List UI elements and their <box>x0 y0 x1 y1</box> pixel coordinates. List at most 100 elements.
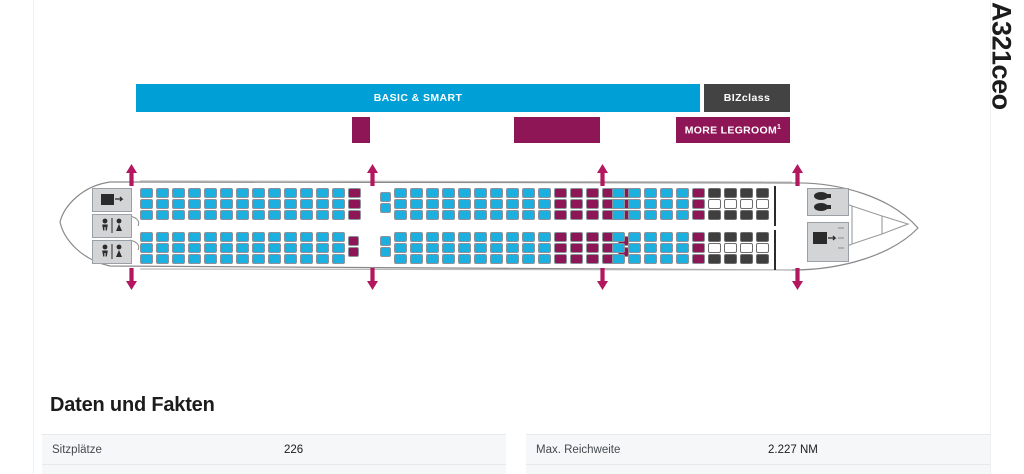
seat[interactable] <box>220 210 233 220</box>
cabin-class-basic-smart[interactable]: BASIC & SMART <box>136 84 700 112</box>
seat[interactable] <box>724 232 737 242</box>
seat-column[interactable] <box>474 232 487 264</box>
seat[interactable] <box>300 232 313 242</box>
seat[interactable] <box>140 243 153 253</box>
seat[interactable] <box>644 232 657 242</box>
seat[interactable] <box>740 188 753 198</box>
seat[interactable] <box>348 210 361 220</box>
seat[interactable] <box>554 243 567 253</box>
seat[interactable] <box>538 199 551 209</box>
seat-column[interactable] <box>380 192 391 213</box>
seat[interactable] <box>676 199 689 209</box>
seat[interactable] <box>442 232 455 242</box>
seat[interactable] <box>692 232 705 242</box>
seat[interactable] <box>268 232 281 242</box>
seat-column[interactable] <box>410 188 423 220</box>
seat[interactable] <box>724 243 737 253</box>
seat[interactable] <box>458 188 471 198</box>
seat[interactable] <box>676 232 689 242</box>
seat[interactable] <box>538 243 551 253</box>
seat[interactable] <box>490 243 503 253</box>
seat[interactable] <box>426 188 439 198</box>
seat[interactable] <box>708 210 721 220</box>
seat[interactable] <box>156 254 169 264</box>
seat[interactable] <box>236 232 249 242</box>
seat-column[interactable] <box>756 232 769 264</box>
seat-column[interactable] <box>692 188 705 220</box>
seat[interactable] <box>188 199 201 209</box>
seat[interactable] <box>708 243 721 253</box>
seat[interactable] <box>188 210 201 220</box>
seat[interactable] <box>570 210 583 220</box>
seat[interactable] <box>692 210 705 220</box>
seat[interactable] <box>284 232 297 242</box>
seat-column[interactable] <box>442 232 455 264</box>
seat[interactable] <box>220 232 233 242</box>
seat[interactable] <box>676 210 689 220</box>
seat-column[interactable] <box>348 188 361 220</box>
seat[interactable] <box>474 254 487 264</box>
seat[interactable] <box>644 210 657 220</box>
seat[interactable] <box>316 232 329 242</box>
seat[interactable] <box>644 199 657 209</box>
seat[interactable] <box>316 188 329 198</box>
seat[interactable] <box>220 254 233 264</box>
seat[interactable] <box>140 199 153 209</box>
seat[interactable] <box>506 210 519 220</box>
seat[interactable] <box>156 199 169 209</box>
seat[interactable] <box>332 243 345 253</box>
seat[interactable] <box>644 254 657 264</box>
seat[interactable] <box>628 210 641 220</box>
seat[interactable] <box>586 254 599 264</box>
seat[interactable] <box>756 232 769 242</box>
seat-column[interactable] <box>188 188 201 220</box>
seat[interactable] <box>506 199 519 209</box>
seat[interactable] <box>236 210 249 220</box>
seat[interactable] <box>628 254 641 264</box>
seat-column[interactable] <box>394 232 407 264</box>
seat[interactable] <box>660 243 673 253</box>
seat-column[interactable] <box>458 232 471 264</box>
seat[interactable] <box>426 243 439 253</box>
seat-column[interactable] <box>740 188 753 220</box>
seat-column[interactable] <box>538 232 551 264</box>
seat-column[interactable] <box>538 188 551 220</box>
seat-column[interactable] <box>522 232 535 264</box>
seat-column[interactable] <box>268 232 281 264</box>
seat-column[interactable] <box>660 188 673 220</box>
seat-column[interactable] <box>284 232 297 264</box>
seat[interactable] <box>756 243 769 253</box>
seat-column[interactable] <box>316 232 329 264</box>
seat[interactable] <box>252 199 265 209</box>
seat[interactable] <box>756 254 769 264</box>
seat[interactable] <box>522 199 535 209</box>
seat[interactable] <box>300 243 313 253</box>
seat[interactable] <box>442 188 455 198</box>
seat[interactable] <box>458 210 471 220</box>
seat[interactable] <box>172 188 185 198</box>
seat[interactable] <box>692 199 705 209</box>
seat[interactable] <box>644 188 657 198</box>
seat[interactable] <box>252 243 265 253</box>
seat[interactable] <box>458 232 471 242</box>
seat-column[interactable] <box>410 232 423 264</box>
seat[interactable] <box>316 210 329 220</box>
seat-column[interactable] <box>612 232 625 264</box>
seat[interactable] <box>538 210 551 220</box>
seat[interactable] <box>612 243 625 253</box>
seat[interactable] <box>410 232 423 242</box>
seat-column[interactable] <box>220 188 233 220</box>
seat[interactable] <box>490 210 503 220</box>
seat[interactable] <box>394 199 407 209</box>
seat-column[interactable] <box>490 188 503 220</box>
seat[interactable] <box>140 210 153 220</box>
seat[interactable] <box>586 199 599 209</box>
seat-column[interactable] <box>628 232 641 264</box>
seat[interactable] <box>442 243 455 253</box>
seat-column[interactable] <box>252 188 265 220</box>
seat[interactable] <box>612 254 625 264</box>
seat[interactable] <box>628 188 641 198</box>
seat[interactable] <box>394 188 407 198</box>
seat[interactable] <box>426 232 439 242</box>
seat[interactable] <box>156 210 169 220</box>
